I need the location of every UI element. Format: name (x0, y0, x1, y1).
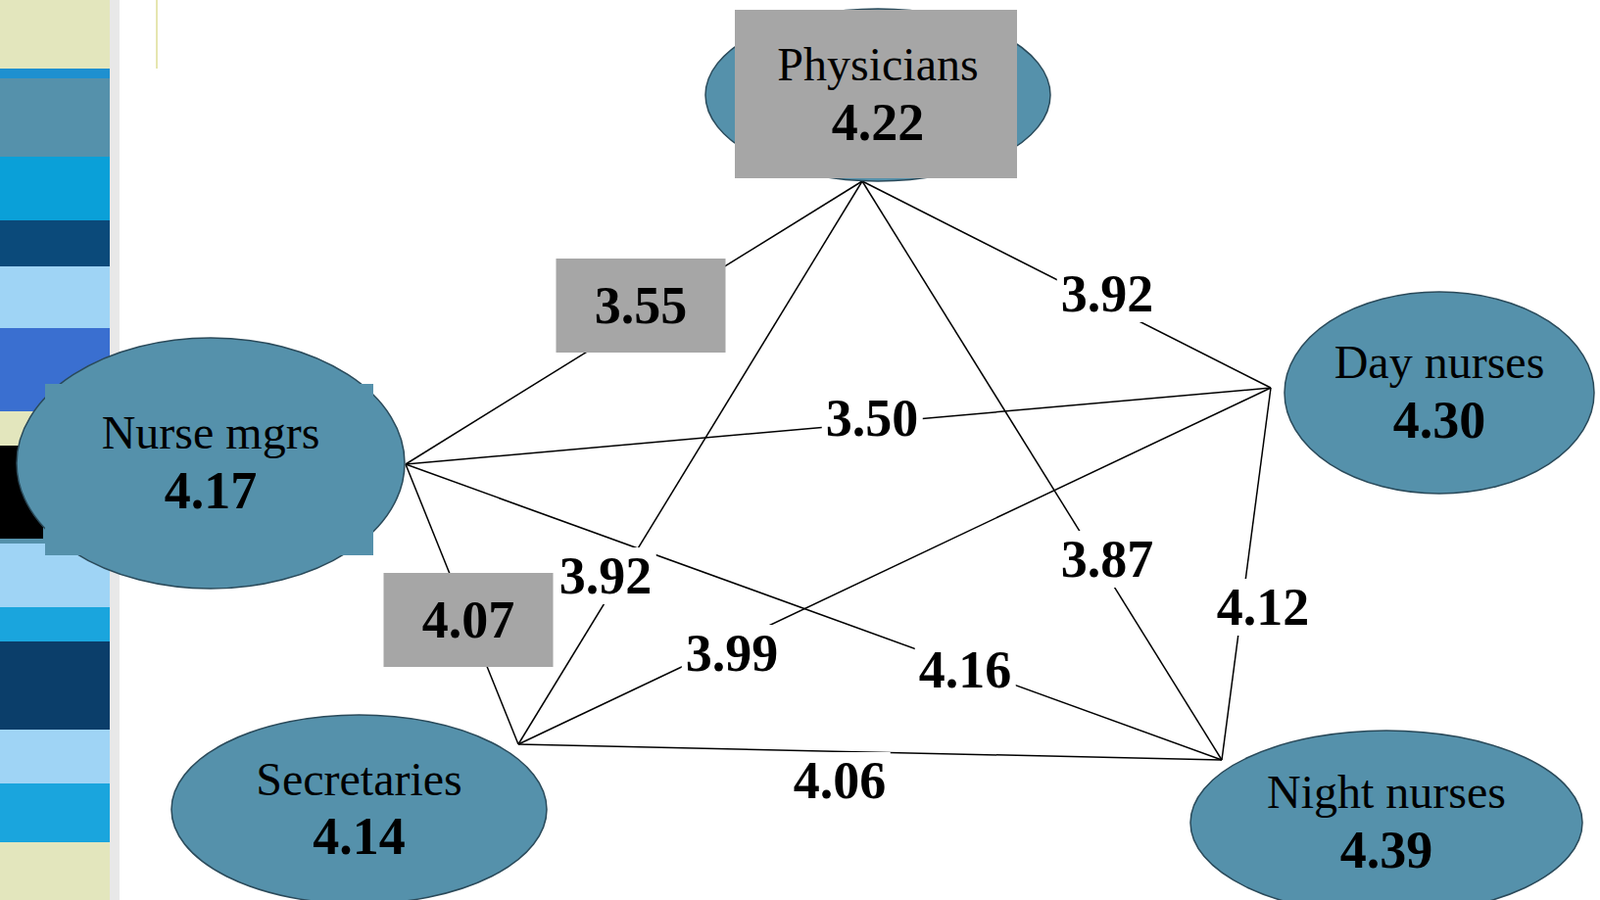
ellipse (1190, 730, 1583, 900)
connector-line (862, 181, 1222, 761)
group-score: 4.39 (1340, 820, 1434, 881)
link-score: 3.92 (1057, 265, 1159, 323)
group-ellipse: Night nurses4.39 (1189, 729, 1584, 900)
link-score: 3.92 (555, 547, 657, 605)
connector-line (518, 181, 863, 745)
group-ellipse: Physicians4.22 (704, 7, 1052, 183)
highlighted-score: 3.55 (556, 258, 727, 353)
group-ellipse: Nurse mgrs4.17 (15, 337, 406, 590)
stripe (0, 78, 110, 157)
connector-line (862, 181, 1271, 388)
connector-line (405, 387, 1271, 465)
group-score: 4.30 (1393, 389, 1487, 451)
stripe (0, 156, 110, 221)
stripe (0, 266, 110, 329)
group-name: Secretaries (255, 752, 463, 807)
stripe (0, 842, 110, 900)
bar-edge (155, 0, 158, 69)
highlight-rect (734, 9, 1018, 179)
link-score: 4.06 (789, 752, 891, 810)
ellipse (1284, 291, 1595, 494)
link-score: 3.99 (681, 625, 783, 682)
stripe (0, 0, 110, 69)
group-name: Nurse mgrs (101, 405, 321, 460)
group-name: Night nurses (1266, 765, 1506, 820)
group-score: 4.17 (164, 460, 258, 522)
stripe (0, 68, 110, 79)
group-name: Physicians (776, 37, 978, 92)
link-score: 4.12 (1212, 579, 1314, 636)
ellipse (171, 715, 547, 900)
stripe (0, 641, 110, 730)
group-score: 4.22 (831, 92, 925, 153)
ellipse (16, 338, 405, 589)
link-score: 4.16 (915, 641, 1017, 699)
link-score: 3.50 (822, 389, 923, 447)
ellipse-outline (170, 714, 548, 900)
link-score: 3.87 (1057, 531, 1159, 588)
stripe (0, 729, 110, 784)
stripe (0, 783, 110, 843)
back-rect (45, 384, 374, 556)
connector-line (1221, 387, 1271, 761)
ellipse (705, 8, 1051, 182)
group-name: Day nurses (1334, 335, 1546, 389)
connector-line (405, 181, 863, 465)
connector-line (518, 387, 1271, 745)
group-ellipse: Day nurses4.30 (1283, 290, 1596, 495)
group-ellipse: Secretaries4.14 (170, 714, 548, 900)
stripe (0, 220, 110, 267)
stripe (0, 607, 110, 642)
group-score: 4.14 (312, 806, 406, 868)
highlighted-score: 4.07 (384, 573, 554, 668)
